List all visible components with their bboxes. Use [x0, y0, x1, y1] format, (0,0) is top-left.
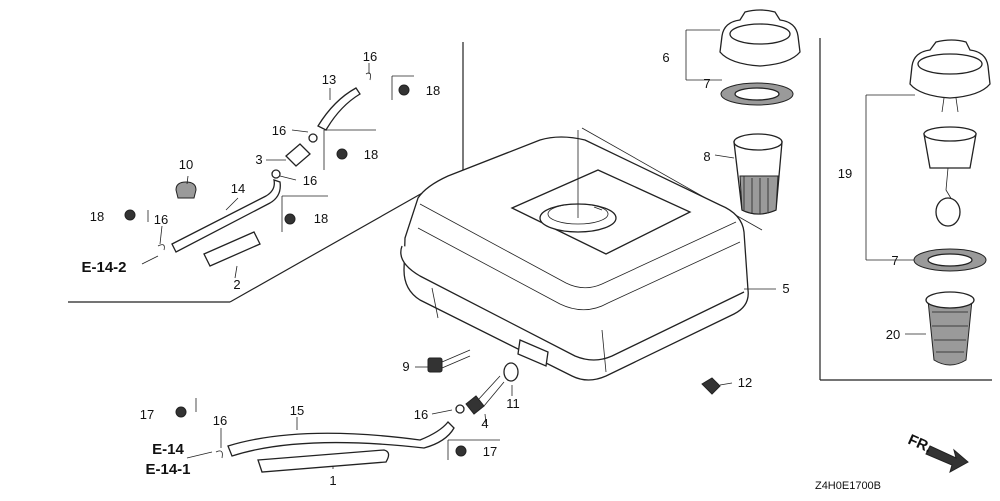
cap-gasket-upper [720, 82, 794, 106]
bolt-18-d [124, 209, 136, 221]
fuel-tube-2 [203, 231, 261, 267]
callout-15: 15 [290, 403, 304, 418]
reference-e14: E-14 [152, 441, 184, 458]
callout-17-right: 17 [483, 444, 497, 459]
fuel-filter-3 [271, 133, 318, 179]
callout-18-c: 18 [314, 211, 328, 226]
diagram-code: Z4H0E1700B [815, 480, 881, 492]
front-direction-arrow-icon [925, 445, 969, 474]
callout-16-bottom: 16 [213, 413, 227, 428]
fuel-tube-13 [317, 87, 361, 131]
callout-16-filter-upper: 16 [272, 123, 286, 138]
section-divider-right [819, 38, 992, 381]
callout-11: 11 [506, 396, 520, 411]
callout-8: 8 [703, 149, 710, 164]
clip-16-top [365, 72, 371, 81]
bolt-17-b [455, 445, 467, 457]
callout-6: 6 [662, 50, 669, 65]
fuel-filler-cap [719, 9, 801, 67]
callout-9: 9 [402, 359, 409, 374]
callout-14: 14 [231, 181, 245, 196]
bolt-18-b [336, 148, 348, 160]
bolt-18-a [398, 84, 410, 96]
bolt-18-c [284, 213, 296, 225]
strainer-screen [925, 291, 975, 366]
clip-16-left [157, 244, 165, 251]
washer [503, 362, 519, 382]
fuel-strainer [733, 133, 783, 215]
fuel-tube-1 [257, 449, 390, 473]
fuel-joint [455, 375, 505, 415]
grommet [701, 377, 721, 395]
callout-5: 5 [782, 281, 789, 296]
fuel-tube-14 [171, 179, 281, 253]
drain-bolt [427, 349, 471, 373]
callout-16-filter-lower: 16 [303, 173, 317, 188]
callout-18-d: 18 [90, 209, 104, 224]
cap-gasket-lower [913, 248, 987, 272]
cap-assembly [909, 39, 991, 227]
callout-20: 20 [886, 327, 900, 342]
callout-3: 3 [255, 152, 262, 167]
reference-brackets [147, 75, 500, 460]
callout-16-top: 16 [363, 49, 377, 64]
callout-10: 10 [179, 157, 193, 172]
fuel-tube-15 [227, 421, 455, 457]
reference-e14-2: E-14-2 [81, 259, 126, 276]
callout-18-a: 18 [426, 83, 440, 98]
callout-12: 12 [738, 375, 752, 390]
callout-2: 2 [233, 277, 240, 292]
callout-13: 13 [322, 72, 336, 87]
callout-16-left: 16 [154, 212, 168, 227]
callout-7-upper: 7 [703, 76, 710, 91]
callout-17-left: 17 [140, 407, 154, 422]
fuel-tank [400, 136, 749, 381]
leader-lines [141, 29, 926, 469]
bolt-17-a [175, 406, 187, 418]
clip-16-bottom [215, 450, 223, 459]
callout-18-b: 18 [364, 147, 378, 162]
callout-1: 1 [329, 473, 336, 488]
callout-16-joint: 16 [414, 407, 428, 422]
callout-7-lower: 7 [891, 253, 898, 268]
reference-e14-1: E-14-1 [145, 461, 190, 478]
callout-19: 19 [838, 166, 852, 181]
callout-4: 4 [481, 416, 488, 431]
cap-10 [175, 181, 197, 199]
